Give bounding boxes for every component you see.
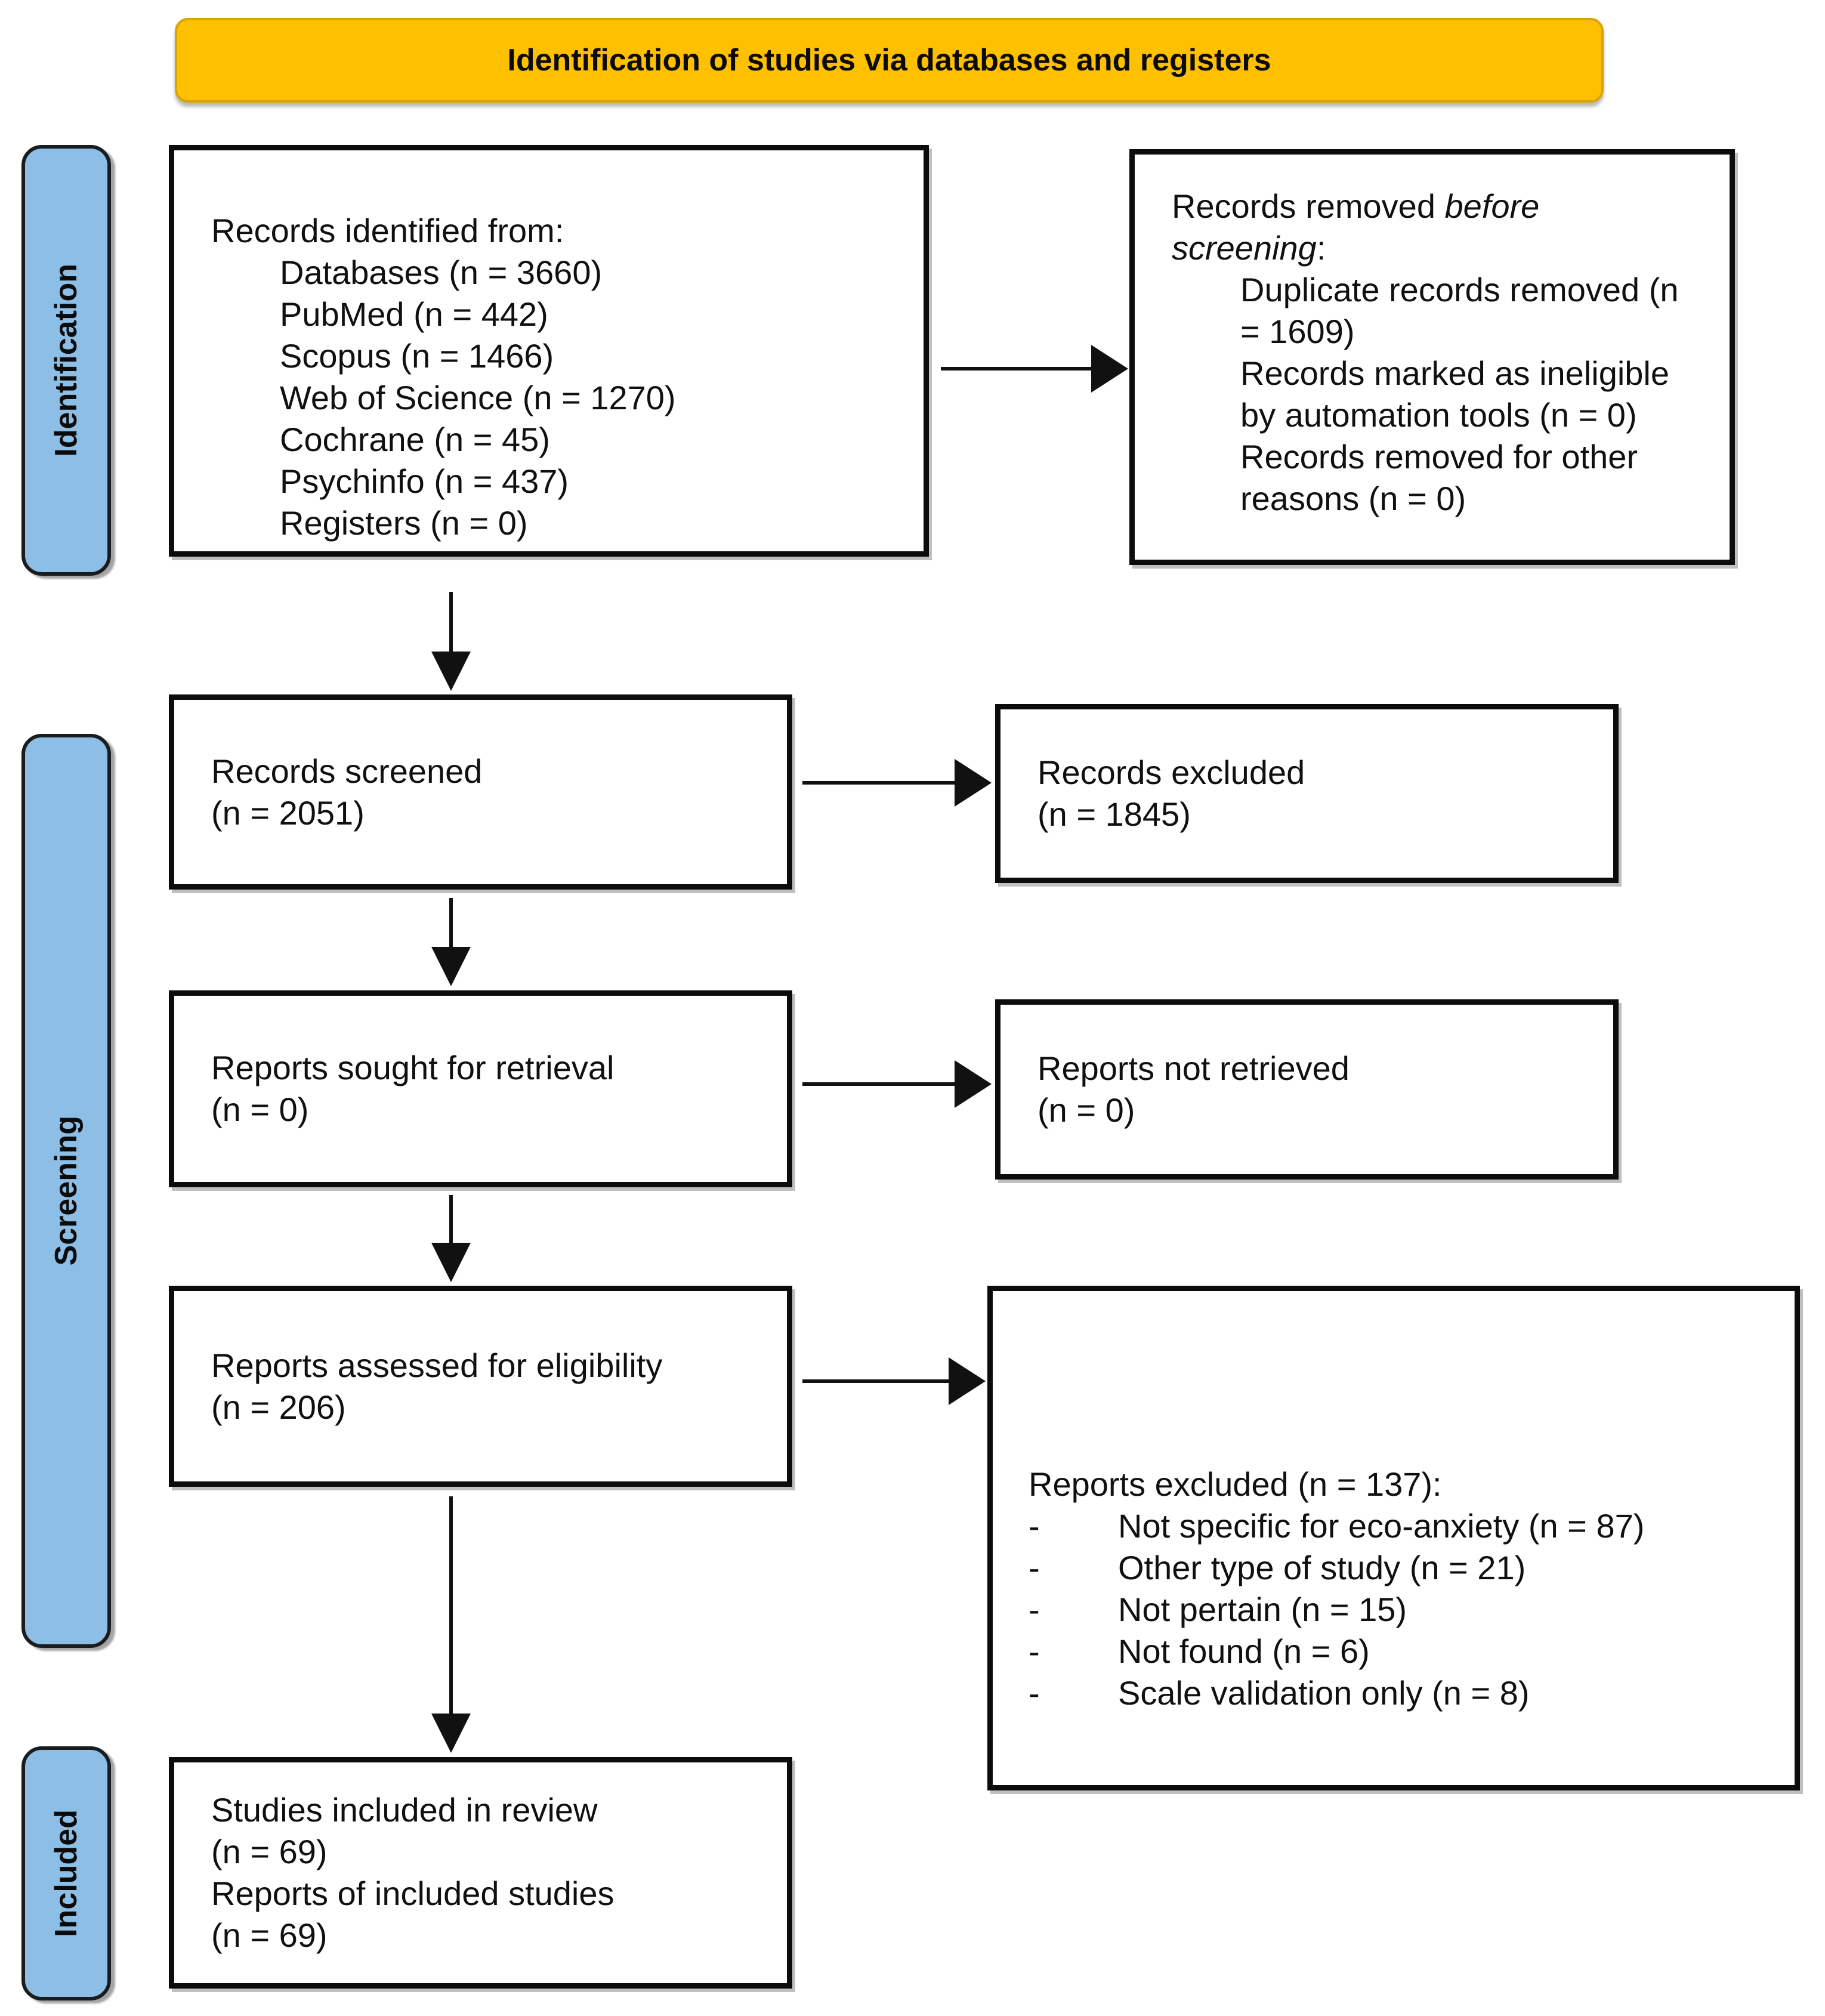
box-reports-not-retrieved-count: (n = 0) bbox=[1037, 1091, 1135, 1129]
list-item: Records marked as ineligible by automati… bbox=[1240, 354, 1670, 434]
list-item: Records removed for other reasons (n = 0… bbox=[1240, 438, 1638, 517]
arrow-identified-to-removed bbox=[941, 367, 1092, 371]
list-item: Scopus (n = 1466) bbox=[280, 337, 554, 375]
box-reports-sought-line: Reports sought for retrieval bbox=[211, 1049, 614, 1086]
arrow-identified-to-screened-head bbox=[431, 652, 471, 691]
arrow-assessed-to-included-head bbox=[431, 1714, 471, 1753]
arrow-sought-to-assessed bbox=[449, 1195, 453, 1245]
box-studies-included-count2: (n = 69) bbox=[211, 1916, 328, 1954]
stage-tab-included: Included bbox=[21, 1746, 111, 2000]
stage-tab-identification: Identification bbox=[21, 145, 111, 576]
list-item: Duplicate records removed (n = 1609) bbox=[1240, 271, 1679, 350]
box-reports-assessed: Reports assessed for eligibility (n = 20… bbox=[169, 1286, 792, 1487]
stage-tab-screening-label: Screening bbox=[49, 1116, 84, 1266]
box-records-screened-count: (n = 2051) bbox=[211, 794, 365, 832]
arrow-sought-to-not-retrieved bbox=[802, 1082, 956, 1086]
stage-tab-identification-label: Identification bbox=[49, 264, 84, 457]
list-item: Web of Science (n = 1270) bbox=[280, 379, 676, 416]
list-item: PubMed (n = 442) bbox=[280, 295, 548, 333]
arrow-identified-to-screened bbox=[449, 592, 453, 654]
box-reports-assessed-count: (n = 206) bbox=[211, 1388, 346, 1426]
box-records-removed-title: Records removed before screening: bbox=[1172, 187, 1540, 267]
arrow-screened-to-sought bbox=[449, 898, 453, 949]
list-item: -Scale validation only (n = 8) bbox=[1029, 1672, 1777, 1714]
dash-bullet: - bbox=[1029, 1507, 1040, 1545]
box-records-identified: Records identified from: Databases (n = … bbox=[169, 145, 929, 557]
list-item: -Not pertain (n = 15) bbox=[1029, 1589, 1777, 1631]
box-reports-assessed-line: Reports assessed for eligibility bbox=[211, 1346, 663, 1384]
box-records-screened-line: Records screened bbox=[211, 752, 483, 790]
box-reports-sought: Reports sought for retrieval (n = 0) bbox=[169, 990, 792, 1187]
stage-tab-screening: Screening bbox=[21, 734, 111, 1648]
arrow-assessed-to-included bbox=[449, 1496, 453, 1716]
list-item: -Not found (n = 6) bbox=[1029, 1631, 1777, 1672]
list-item: -Not specific for eco-anxiety (n = 87) bbox=[1029, 1505, 1777, 1547]
box-reports-sought-count: (n = 0) bbox=[211, 1091, 309, 1128]
box-reports-excluded: Reports excluded (n = 137): -Not specifi… bbox=[987, 1286, 1800, 1790]
box-studies-included-line2: Reports of included studies bbox=[211, 1875, 614, 1912]
arrow-sought-to-assessed-head bbox=[431, 1243, 471, 1282]
box-records-excluded: Records excluded (n = 1845) bbox=[995, 704, 1619, 883]
box-studies-included: Studies included in review (n = 69) Repo… bbox=[169, 1757, 792, 1989]
arrow-assessed-to-reports-excluded bbox=[802, 1379, 950, 1383]
box-records-screened: Records screened (n = 2051) bbox=[169, 694, 792, 890]
arrow-screened-to-excluded bbox=[802, 781, 956, 785]
list-item: Psychinfo (n = 437) bbox=[280, 462, 569, 500]
arrow-sought-to-not-retrieved-head bbox=[955, 1060, 992, 1108]
box-studies-included-line: Studies included in review bbox=[211, 1791, 598, 1829]
dash-bullet: - bbox=[1029, 1632, 1040, 1670]
arrow-assessed-to-reports-excluded-head bbox=[949, 1357, 986, 1405]
box-records-removed: Records removed before screening: Duplic… bbox=[1129, 149, 1735, 565]
box-studies-included-count: (n = 69) bbox=[211, 1833, 328, 1870]
box-reports-not-retrieved: Reports not retrieved (n = 0) bbox=[995, 999, 1619, 1180]
arrow-screened-to-sought-head bbox=[431, 947, 471, 986]
dash-bullet: - bbox=[1029, 1674, 1040, 1712]
dash-bullet: - bbox=[1029, 1549, 1040, 1586]
box-reports-excluded-title: Reports excluded (n = 137): bbox=[1029, 1465, 1442, 1503]
box-records-excluded-count: (n = 1845) bbox=[1037, 795, 1191, 833]
arrow-screened-to-excluded-head bbox=[955, 759, 992, 807]
list-item: Registers (n = 0) bbox=[280, 504, 528, 542]
box-records-excluded-line: Records excluded bbox=[1037, 754, 1305, 791]
list-item: Databases (n = 3660) bbox=[280, 254, 603, 291]
banner-title: Identification of studies via databases … bbox=[507, 43, 1271, 78]
arrow-identified-to-removed-head bbox=[1091, 345, 1128, 393]
list-item: -Other type of study (n = 21) bbox=[1029, 1547, 1777, 1589]
dash-bullet: - bbox=[1029, 1591, 1040, 1628]
list-item: Cochrane (n = 45) bbox=[280, 421, 550, 458]
box-reports-not-retrieved-line: Reports not retrieved bbox=[1037, 1049, 1350, 1087]
box-records-identified-title: Records identified from: bbox=[211, 212, 564, 249]
banner: Identification of studies via databases … bbox=[175, 18, 1604, 103]
stage-tab-included-label: Included bbox=[49, 1810, 84, 1937]
